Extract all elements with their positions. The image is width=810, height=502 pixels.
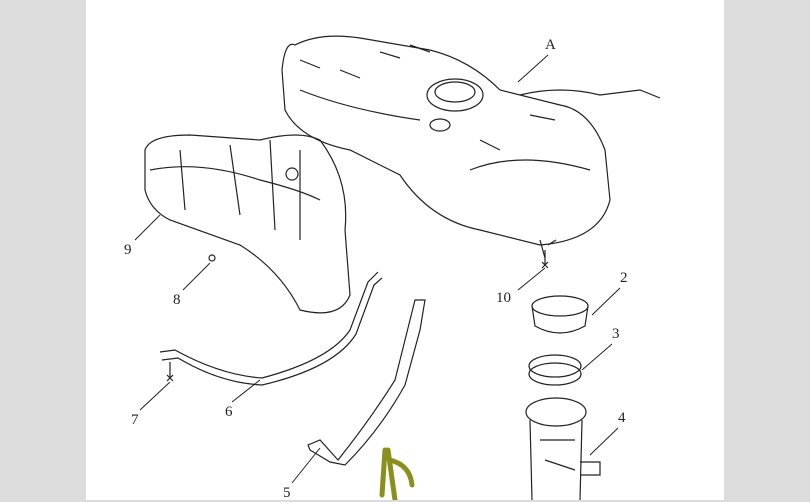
handwritten-arrow-annotation <box>379 447 415 500</box>
label-10: 10 <box>496 290 511 306</box>
label-5: 5 <box>283 485 291 501</box>
seal-ring-3 <box>528 354 582 386</box>
label-2: 2 <box>620 270 628 286</box>
strap-5 <box>307 299 426 466</box>
label-3: 3 <box>612 326 620 342</box>
label-9: 9 <box>124 242 132 258</box>
diagram-sheet <box>86 0 724 500</box>
label-8: 8 <box>173 292 181 308</box>
label-4: 4 <box>618 410 626 426</box>
lock-ring-2 <box>531 295 589 334</box>
label-6: 6 <box>225 404 233 420</box>
strap-6 <box>159 271 383 386</box>
label-a: A <box>545 37 556 53</box>
bolt-markers <box>166 250 549 382</box>
grommet-8 <box>208 254 216 262</box>
label-7: 7 <box>131 412 139 428</box>
fuel-tank-a <box>281 35 661 259</box>
heat-shield-9 <box>144 134 351 314</box>
fuel-pump-4 <box>525 397 601 500</box>
leader-lines <box>134 54 621 484</box>
